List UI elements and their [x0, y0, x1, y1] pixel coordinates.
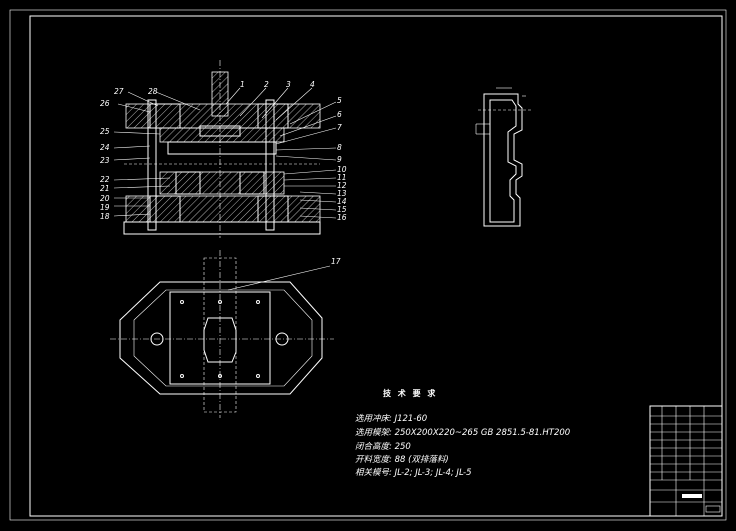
- part-label-9: 9: [337, 155, 342, 164]
- part-label-21: 21: [100, 184, 110, 193]
- part-label-26: 26: [100, 99, 110, 108]
- part-label-8: 8: [337, 143, 342, 152]
- tech-requirement-line-2: 选用模架: 250X200X220~265 GB 2851.5-81.HT200: [355, 427, 570, 438]
- part-balloons: 1 2 3 4 5 6 7 8 9 10 11 12 13 14 15 16 1…: [100, 80, 347, 266]
- part-label-10: 10: [337, 165, 347, 174]
- part-label-23: 23: [100, 156, 110, 165]
- tech-requirement-line-3: 闭合高度: 250: [355, 441, 411, 452]
- part-label-4: 4: [310, 80, 315, 89]
- part-label-7: 7: [337, 123, 342, 132]
- part-label-18: 18: [100, 212, 110, 221]
- sheet-outer-border: [9, 9, 727, 521]
- part-label-13: 13: [337, 189, 347, 198]
- part-label-27: 27: [114, 87, 124, 96]
- part-label-19: 19: [100, 203, 110, 212]
- tech-requirement-line-5: 相关模号: JL-2; JL-3; JL-4; JL-5: [355, 467, 472, 478]
- part-label-17: 17: [331, 257, 341, 266]
- side-profile-view: [475, 87, 532, 227]
- part-label-20: 20: [100, 194, 110, 203]
- plan-view: [110, 250, 334, 418]
- tech-requirements-title: 技 术 要 求: [383, 388, 437, 398]
- part-label-25: 25: [100, 127, 110, 136]
- part-label-6: 6: [337, 110, 342, 119]
- tech-requirement-line-4: 开料宽度: 88 (双排落料): [355, 454, 449, 465]
- tech-requirement-line-1: 选用冲床: J121-60: [355, 413, 427, 424]
- part-label-16: 16: [337, 213, 347, 222]
- part-label-14: 14: [337, 197, 347, 206]
- part-label-1: 1: [240, 80, 245, 89]
- part-label-15: 15: [337, 205, 347, 214]
- part-label-2: 2: [264, 80, 269, 89]
- technical-requirements: 技 术 要 求 选用冲床: J121-60 选用模架: 250X200X220~…: [355, 388, 570, 478]
- part-label-11: 11: [337, 173, 347, 182]
- part-label-24: 24: [100, 143, 110, 152]
- front-section-view: [113, 60, 337, 238]
- part-label-5: 5: [337, 96, 342, 105]
- sheet-inner-border: [29, 15, 723, 517]
- part-label-3: 3: [286, 80, 291, 89]
- part-label-28: 28: [148, 87, 158, 96]
- part-label-12: 12: [337, 181, 347, 190]
- title-block: [649, 405, 723, 517]
- part-label-22: 22: [100, 175, 110, 184]
